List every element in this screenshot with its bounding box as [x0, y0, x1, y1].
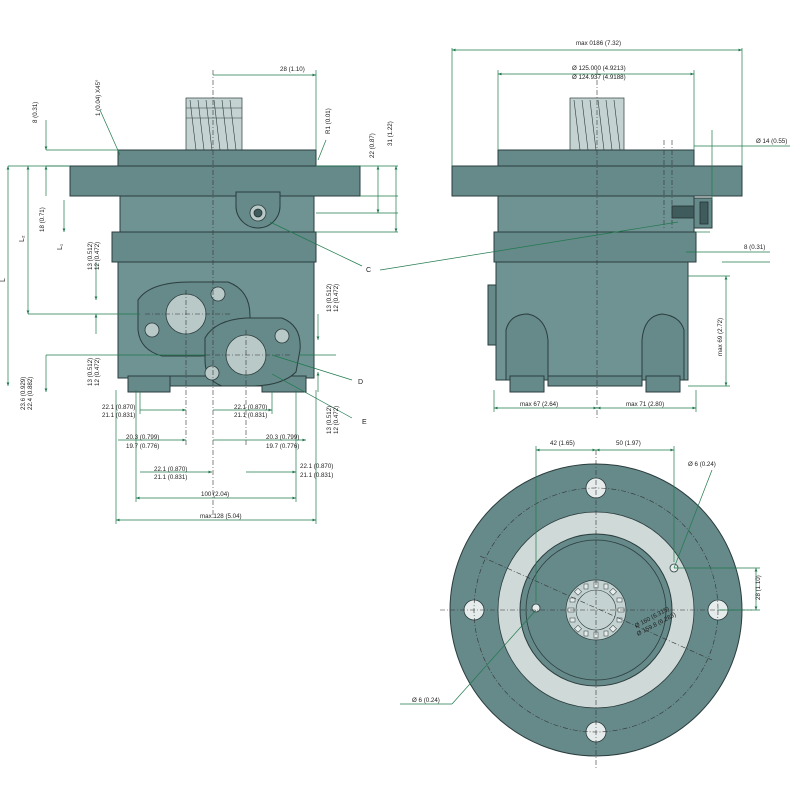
front-flange	[69, 165, 361, 197]
front-dimension-texts: 28 (1.10) 1 (0.04) X45° R1 (0.01) 8 (0.3…	[0, 66, 394, 520]
dim-dia6-top: Ø 6 (0.24)	[688, 461, 716, 468]
front-shaft	[185, 97, 243, 153]
dim-8-side: 8 (0.31)	[744, 244, 765, 251]
dim-dia14: Ø 14 (0.55)	[756, 138, 787, 145]
svg-text:21.1 (0.831): 21.1 (0.831)	[234, 412, 267, 419]
svg-text:20.3 (0.799): 20.3 (0.799)	[266, 434, 299, 441]
svg-text:21.1 (0.831): 21.1 (0.831)	[102, 412, 135, 419]
dim-31: 31 (1.22)	[387, 121, 394, 146]
svg-text:12 (0.472): 12 (0.472)	[333, 284, 340, 312]
dim-max67: max 67 (2.64)	[520, 401, 558, 408]
svg-text:22.1 (0.870): 22.1 (0.870)	[102, 404, 135, 411]
svg-text:20.3 (0.799): 20.3 (0.799)	[126, 434, 159, 441]
dim-50: 50 (1.97)	[616, 440, 641, 447]
svg-text:22.1 (0.870): 22.1 (0.870)	[300, 463, 333, 470]
svg-text:13 (0.512): 13 (0.512)	[87, 358, 94, 386]
flange-dimension-lines	[400, 446, 760, 705]
front-dimension-lines	[6, 70, 398, 524]
label-d: D	[358, 379, 363, 386]
bolt-hole	[204, 365, 220, 381]
side-dimension-texts: max 0186 (7.32) Ø 125.000 (4.9213) Ø 124…	[520, 40, 787, 408]
svg-text:23.6 (0.929): 23.6 (0.929)	[20, 377, 27, 410]
side-view	[451, 70, 743, 420]
dim-dia6-bottom: Ø 6 (0.24)	[412, 697, 440, 704]
front-foot-left	[127, 375, 171, 393]
svg-text:12 (0.472): 12 (0.472)	[333, 406, 340, 434]
svg-text:13 (0.512): 13 (0.512)	[87, 242, 94, 270]
bolt-hole	[144, 322, 160, 338]
pin-hole	[531, 603, 541, 613]
dim-l: L	[0, 278, 7, 282]
svg-text:13 (0.512): 13 (0.512)	[326, 406, 333, 434]
dim-dia125: Ø 125.000 (4.9213)	[572, 65, 626, 72]
dim-8: 8 (0.31)	[32, 102, 39, 123]
bolt-hole	[210, 286, 226, 302]
svg-text:22.4 (0.882): 22.4 (0.882)	[27, 377, 34, 410]
dim-r1: R1 (0.01)	[325, 108, 332, 134]
dim-28-flange: 28 (1.10)	[755, 575, 762, 600]
bolt-hole	[274, 328, 290, 344]
side-dimension-lines	[379, 48, 790, 412]
svg-text:21.1 (0.831): 21.1 (0.831)	[154, 474, 187, 481]
front-band	[111, 231, 317, 263]
dim-42: 42 (1.65)	[550, 440, 575, 447]
svg-text:22.1 (0.870): 22.1 (0.870)	[234, 404, 267, 411]
dim-chamfer: 1 (0.04) X45°	[95, 79, 102, 116]
front-upper-body	[119, 195, 315, 235]
label-e: E	[362, 419, 367, 426]
front-view	[69, 70, 361, 520]
label-c: C	[366, 267, 371, 274]
svg-text:12 (0.472): 12 (0.472)	[94, 358, 101, 386]
dim-22: 22 (0.87)	[369, 133, 376, 158]
svg-text:22.1 (0.870): 22.1 (0.870)	[154, 466, 187, 473]
dim-l2: L₂	[19, 235, 26, 242]
dim-max128: max 128 (5.04)	[200, 513, 242, 520]
svg-text:21.1 (0.831): 21.1 (0.831)	[300, 472, 333, 479]
dim-28: 28 (1.10)	[280, 66, 305, 73]
dim-max71: max 71 (2.80)	[626, 401, 664, 408]
svg-text:19.7 (0.776): 19.7 (0.776)	[126, 443, 159, 450]
flange-view	[440, 450, 752, 770]
dim-max186: max 0186 (7.32)	[576, 40, 621, 47]
dim-18: 18 (0.71)	[39, 207, 46, 232]
side-drain-fitting	[671, 197, 713, 229]
dim-max69: max 69 (2.72)	[717, 318, 724, 356]
svg-text:12 (0.472): 12 (0.472)	[94, 242, 101, 270]
dim-dia124: Ø 124.937 (4.9188)	[572, 74, 626, 81]
dim-l1: L₁	[57, 243, 64, 250]
svg-text:19.7 (0.776): 19.7 (0.776)	[266, 443, 299, 450]
dim-100: 100 (2.04)	[201, 491, 229, 498]
front-collar	[117, 149, 317, 169]
svg-text:13 (0.512): 13 (0.512)	[326, 284, 333, 312]
